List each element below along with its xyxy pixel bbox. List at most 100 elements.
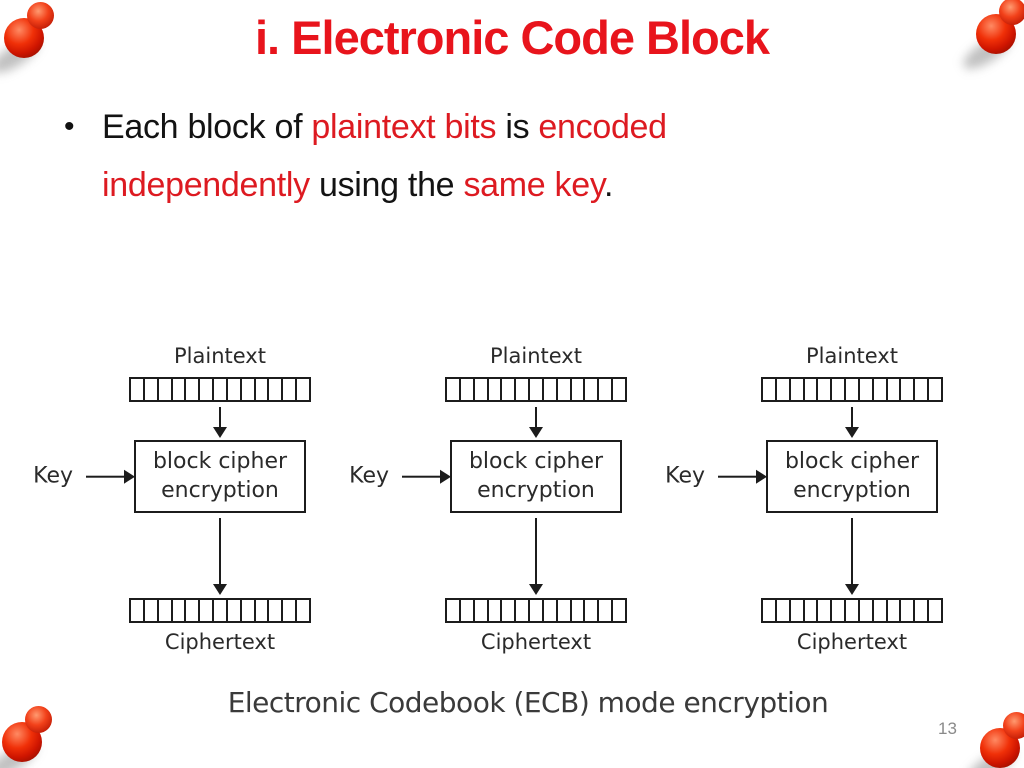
ecb-unit-3: Plaintext block cipher encryption Key Ci… xyxy=(665,344,943,655)
ecb-unit-1: Plaintext block cipher encryption Key Ci… xyxy=(33,344,311,655)
bit-cell xyxy=(572,379,586,400)
page-number: 13 xyxy=(938,719,957,738)
bit-cell xyxy=(544,600,558,622)
bullet-text-segment: encoded independently xyxy=(102,108,667,204)
bit-cell xyxy=(475,379,489,400)
down-arrow-icon xyxy=(535,518,537,586)
bit-cell xyxy=(489,600,503,622)
plaintext-label: Plaintext xyxy=(174,344,266,368)
block-cipher-box: block cipher encryption Key xyxy=(349,440,622,514)
bullet-item: • Each block of plaintext bits is encode… xyxy=(64,98,804,214)
bit-cell xyxy=(530,379,544,400)
down-arrow-icon xyxy=(535,407,537,428)
bit-cell xyxy=(242,600,256,622)
key-input: Key xyxy=(665,462,768,491)
bit-cell xyxy=(901,379,916,400)
ciphertext-label: Ciphertext xyxy=(796,630,908,655)
ciphertext-bit-row xyxy=(129,598,311,624)
bit-cell xyxy=(763,379,777,400)
plaintext-label: Plaintext xyxy=(490,344,582,368)
bullet-text-segment: plaintext bits xyxy=(311,108,497,146)
bit-cell xyxy=(242,379,256,400)
pushpin-icon xyxy=(0,706,64,768)
cipher-box-line2: encryption xyxy=(477,477,595,503)
bit-cell xyxy=(256,379,270,400)
down-arrow-icon xyxy=(851,518,853,586)
bit-cell xyxy=(461,379,475,400)
bit-cell xyxy=(791,379,805,400)
bullet-text-segment: . xyxy=(604,166,614,204)
bit-cell xyxy=(805,379,819,400)
bit-cell xyxy=(818,600,833,622)
bit-cell xyxy=(269,600,284,622)
bit-cell xyxy=(818,379,833,400)
plaintext-bit-row xyxy=(129,377,311,402)
bit-cell xyxy=(283,379,298,400)
bit-cell xyxy=(832,600,847,622)
cipher-box-line2: encryption xyxy=(793,477,911,503)
pushpin-knob xyxy=(25,706,52,733)
bit-cell xyxy=(447,379,461,400)
bit-cell xyxy=(846,600,860,622)
ciphertext-bit-row xyxy=(445,598,627,624)
pushpin-knob xyxy=(999,0,1024,25)
bit-cell xyxy=(447,600,461,622)
bit-cell xyxy=(516,379,531,400)
ciphertext-label: Ciphertext xyxy=(164,630,276,655)
ecb-diagram: Plaintext block cipher encryption Key Ci… xyxy=(24,344,1024,654)
bit-cell xyxy=(544,379,558,400)
bit-cell xyxy=(585,379,600,400)
bit-cell xyxy=(777,600,791,622)
bit-cell xyxy=(874,379,888,400)
bit-cell xyxy=(929,379,941,400)
down-arrow-icon xyxy=(851,407,853,428)
key-input: Key xyxy=(349,462,452,491)
bit-cell xyxy=(228,379,242,400)
plaintext-label: Plaintext xyxy=(806,344,898,368)
bit-cell xyxy=(516,600,531,622)
down-arrow-icon xyxy=(219,407,221,428)
pushpin-icon xyxy=(0,2,66,79)
bullet-text-segment: Each block of xyxy=(102,108,312,146)
bit-cell xyxy=(888,379,902,400)
bit-cell xyxy=(145,379,159,400)
down-arrow-icon xyxy=(219,518,221,586)
bit-cell xyxy=(173,379,187,400)
pushpin-icon xyxy=(958,0,1024,75)
bit-cell xyxy=(929,600,941,621)
bit-cell xyxy=(832,379,847,400)
cipher-box-line1: block cipher xyxy=(152,449,288,474)
pushpin-icon xyxy=(962,712,1024,768)
bit-cell xyxy=(502,600,517,622)
bit-cell xyxy=(475,600,489,622)
bullet-text-segment: using the xyxy=(309,166,464,204)
right-arrow-icon xyxy=(402,475,440,478)
bullet-marker: • xyxy=(64,110,75,143)
bit-cell xyxy=(131,379,145,400)
bit-cell xyxy=(145,600,159,622)
bit-cell xyxy=(214,600,228,622)
bit-cell xyxy=(777,379,791,400)
bit-cell xyxy=(297,379,309,400)
bullet-text-segment: same key xyxy=(463,166,605,204)
cipher-box-line2: encryption xyxy=(161,477,279,503)
key-label: Key xyxy=(33,463,73,489)
bit-cell xyxy=(613,600,625,621)
bullet-text: Each block of plaintext bits is encoded … xyxy=(102,98,804,214)
bit-cell xyxy=(200,379,215,400)
key-label: Key xyxy=(349,463,389,489)
bit-cell xyxy=(901,600,916,622)
bit-cell xyxy=(915,379,930,400)
plaintext-bit-row xyxy=(761,377,943,402)
bit-cell xyxy=(846,379,860,400)
bit-cell xyxy=(200,600,215,622)
bit-cell xyxy=(269,379,284,400)
pushpin-knob xyxy=(27,2,54,29)
bit-cell xyxy=(860,600,874,622)
bit-cell xyxy=(228,600,242,622)
bit-cell xyxy=(860,379,874,400)
diagram-caption: Electronic Codebook (ECB) mode encryptio… xyxy=(227,686,829,719)
bit-cell xyxy=(530,600,544,622)
bit-cell xyxy=(915,600,930,622)
bit-cell xyxy=(502,379,517,400)
